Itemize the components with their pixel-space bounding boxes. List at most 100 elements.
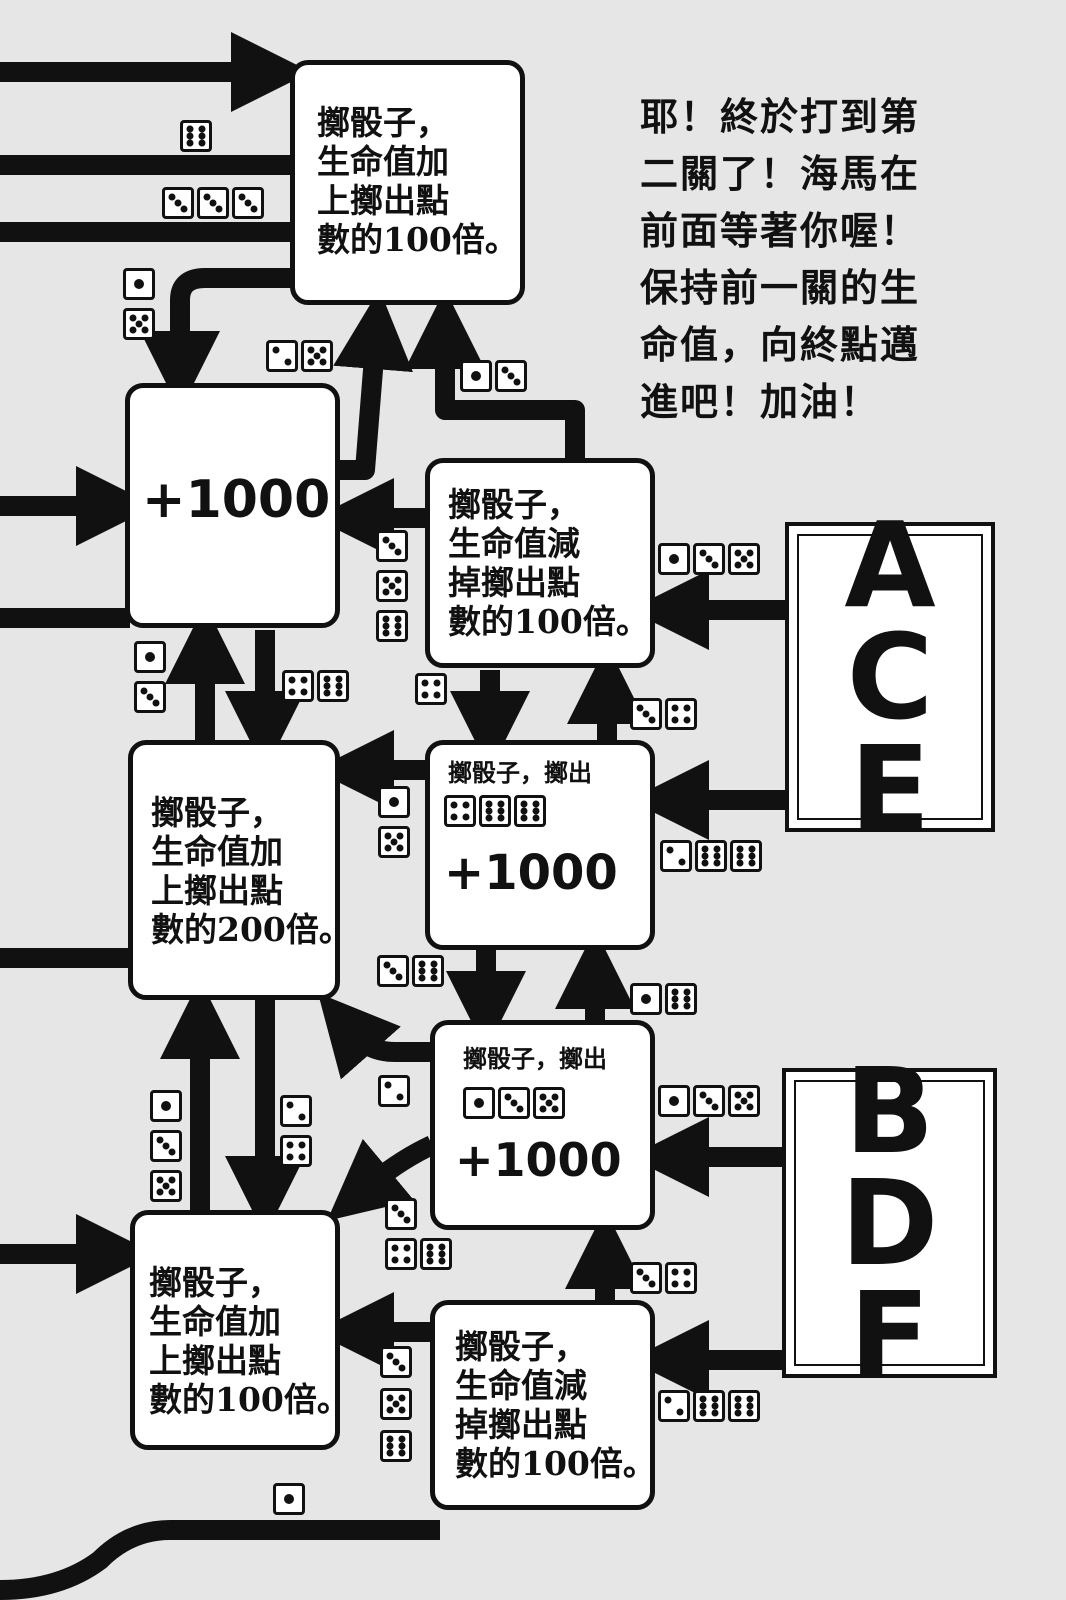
die-pip (734, 1395, 742, 1403)
square-mid-left[interactable]: 擲骰子， 生命值加 上擲出點 數的200倍。 (128, 740, 352, 1000)
dice-af (380, 1346, 412, 1378)
die-pip (676, 1408, 684, 1416)
die-pip (174, 199, 182, 207)
die-pip (539, 1093, 547, 1101)
square-mid-right-1-text: 擲骰子， 生命值減 掉擲出點 數的100倍。 (448, 485, 649, 641)
die-pip (671, 704, 679, 712)
die-pip (298, 1153, 306, 1161)
die-face-6 (730, 840, 762, 872)
die-pip (551, 1105, 559, 1113)
die-pip (734, 1103, 742, 1111)
start-card-ace-letters: A C E (789, 506, 991, 848)
die-pip (398, 1435, 406, 1443)
die-pip (497, 800, 505, 808)
die-pip (736, 859, 744, 867)
die-pip (746, 1395, 754, 1403)
die-pip (382, 629, 390, 637)
die-face-4 (385, 1238, 417, 1270)
square-low-right-1[interactable]: 擲骰子，擲出 +1000 (430, 1020, 655, 1230)
die-face-6 (514, 795, 546, 827)
die-pip (450, 801, 458, 809)
letter-a: A (844, 496, 936, 634)
die-pip (711, 1395, 719, 1403)
die-pip (433, 691, 441, 699)
die-pip (396, 1093, 404, 1101)
die-pip (383, 961, 391, 969)
die-face-6 (479, 795, 511, 827)
dice-h (376, 570, 408, 602)
square-mid-right-2-dice (444, 795, 546, 827)
die-pip (438, 1257, 446, 1265)
die-pip (386, 1352, 394, 1360)
die-pip (551, 1093, 559, 1101)
die-pip (462, 801, 470, 809)
die-pip (384, 1081, 392, 1089)
die-pip (180, 205, 188, 213)
die-pip (418, 967, 426, 975)
die-pip (298, 1141, 306, 1149)
square-plus1000[interactable]: +1000 (125, 383, 340, 628)
die-pip (398, 1364, 406, 1372)
die-pip (734, 1409, 742, 1417)
die-face-6 (380, 1430, 412, 1462)
die-pip (648, 716, 656, 724)
die-face-3 (385, 1198, 417, 1230)
die-face-5 (123, 308, 155, 340)
start-card-bdf-letters: B D F (786, 1052, 993, 1394)
die-face-5 (376, 570, 408, 602)
die-face-4 (280, 1135, 312, 1167)
square-top[interactable]: 擲骰子， 生命值加 上擲出點 數的100倍。 (290, 60, 525, 305)
die-pip (403, 1216, 411, 1224)
die-pip (403, 1256, 411, 1264)
die-pip (388, 542, 396, 550)
die-pip (186, 132, 194, 140)
die-pip (485, 807, 493, 815)
die-pip (711, 561, 719, 569)
dice-f (460, 360, 527, 392)
die-pip (403, 1244, 411, 1252)
dice-g (376, 530, 408, 562)
die-pip (683, 716, 691, 724)
square-bottom-left[interactable]: 擲骰子， 生命值加 上擲出點 數的100倍。 (130, 1210, 350, 1450)
die-pip (438, 1243, 446, 1251)
dice-n (415, 673, 447, 705)
start-card-bdf[interactable]: B D F (782, 1052, 997, 1394)
die-pip (748, 852, 756, 860)
die-pip (382, 622, 390, 630)
die-pip (286, 1153, 294, 1161)
path-lr1-to-bl (326, 1135, 437, 1221)
die-pip (648, 1280, 656, 1288)
die-pip (215, 205, 223, 213)
square-mid-right-2[interactable]: 擲骰子，擲出 +1000 (425, 740, 655, 950)
die-pip (129, 326, 137, 334)
die-pip (520, 800, 528, 808)
die-pip (198, 125, 206, 133)
die-face-4 (665, 698, 697, 730)
die-pip (736, 852, 744, 860)
die-face-3 (630, 698, 662, 730)
die-face-1 (658, 543, 690, 575)
square-low-right-1-value: +1000 (455, 1133, 622, 1187)
dice-w (150, 1090, 182, 1122)
die-face-1 (460, 360, 492, 392)
die-pip (746, 561, 754, 569)
die-pip (430, 974, 438, 982)
dice-ab (385, 1198, 417, 1230)
die-pip (699, 1409, 707, 1417)
die-pip (532, 814, 540, 822)
die-face-1 (134, 641, 166, 673)
dice-k (134, 641, 166, 673)
square-mid-right-1[interactable]: 擲骰子， 生命值減 掉擲出點 數的100倍。 (425, 458, 655, 668)
die-pip (300, 676, 308, 684)
square-bottom-right[interactable]: 擲骰子， 生命值減 掉擲出點 數的100倍。 (430, 1300, 656, 1510)
die-pip (319, 346, 327, 354)
die-pip (421, 679, 429, 687)
dice-x (150, 1130, 182, 1162)
die-pip (300, 688, 308, 696)
die-pip (683, 1280, 691, 1288)
die-pip (244, 199, 252, 207)
die-face-6 (317, 670, 349, 702)
die-pip (641, 994, 651, 1004)
start-card-ace[interactable]: A C E (785, 506, 995, 848)
die-pip (272, 346, 280, 354)
